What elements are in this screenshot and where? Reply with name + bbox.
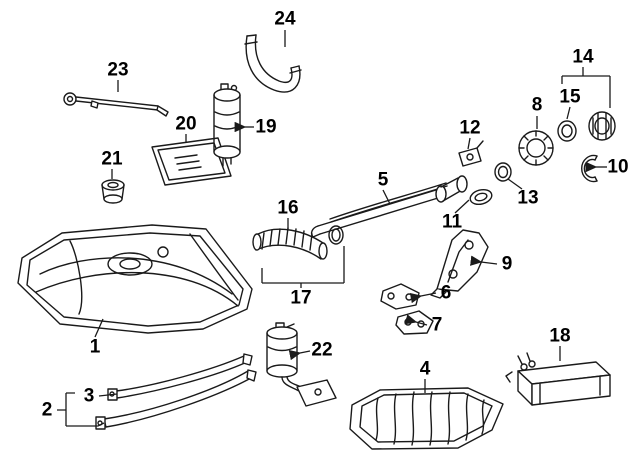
callout-15[interactable]: 15	[559, 86, 581, 108]
callout-13[interactable]: 13	[517, 187, 539, 209]
hose-clamp-illustration	[458, 140, 484, 167]
callout-8[interactable]: 8	[531, 94, 543, 116]
callout-19[interactable]: 19	[255, 116, 277, 138]
sender-rod-illustration	[63, 92, 169, 117]
callout-22[interactable]: 22	[311, 339, 333, 361]
callout-10[interactable]: 10	[607, 156, 629, 178]
leader-line-3	[98, 393, 118, 397]
grooved-cap-illustration	[588, 111, 616, 141]
callout-1[interactable]: 1	[89, 336, 101, 358]
callout-14[interactable]: 14	[572, 46, 594, 68]
breather-hose-illustration	[244, 34, 302, 93]
fuel-tank-illustration	[17, 224, 253, 334]
charcoal-canister-illustration	[505, 352, 611, 406]
callout-3[interactable]: 3	[83, 385, 95, 407]
heat-shield-illustration	[349, 387, 504, 450]
leader-bracket-2	[57, 392, 105, 427]
leader-line-11	[454, 199, 470, 214]
leader-lines	[57, 30, 611, 427]
callout-2[interactable]: 2	[41, 399, 53, 421]
callout-18[interactable]: 18	[549, 325, 571, 347]
filler-neck-bracket-illustration	[430, 229, 489, 299]
leader-line-12	[467, 137, 471, 150]
leader-line-9	[470, 255, 498, 266]
retainer-clip-illustration	[581, 154, 598, 183]
callout-23[interactable]: 23	[107, 59, 129, 81]
bracket-6-illustration	[380, 283, 420, 310]
callout-11[interactable]: 11	[441, 211, 463, 233]
callout-7[interactable]: 7	[431, 314, 443, 336]
callout-16[interactable]: 16	[277, 197, 299, 219]
leader-line-6	[409, 292, 437, 304]
leader-line-5	[382, 189, 391, 205]
leader-line-15	[566, 106, 571, 120]
leader-line-7	[404, 314, 428, 326]
ring-13-illustration	[494, 162, 512, 182]
callout-21[interactable]: 21	[101, 148, 123, 170]
leader-bracket-17	[261, 246, 345, 288]
leader-bracket-14	[561, 67, 611, 108]
ring-15-illustration	[557, 120, 577, 142]
fuel-pump-illustration	[213, 83, 241, 167]
bracket-7-illustration	[395, 310, 434, 335]
callout-12[interactable]: 12	[459, 117, 481, 139]
callout-4[interactable]: 4	[419, 358, 431, 380]
tank-straps-illustration	[95, 353, 257, 430]
callout-6[interactable]: 6	[440, 282, 452, 304]
grommet-illustration	[101, 179, 125, 204]
fuel-filter-illustration	[266, 322, 337, 407]
callout-24[interactable]: 24	[274, 8, 296, 30]
callout-5[interactable]: 5	[377, 169, 389, 191]
fuel-cap-illustration	[518, 130, 554, 166]
leader-line-22	[288, 349, 311, 361]
callout-17[interactable]: 17	[290, 287, 312, 309]
leader-line-1	[94, 318, 104, 338]
pump-bracket-illustration	[151, 137, 232, 186]
callout-9[interactable]: 9	[501, 253, 513, 275]
leader-line-13	[507, 178, 523, 190]
gasket-11-illustration	[469, 188, 493, 206]
callout-20[interactable]: 20	[175, 113, 197, 135]
filler-pipe-illustration	[310, 175, 468, 238]
